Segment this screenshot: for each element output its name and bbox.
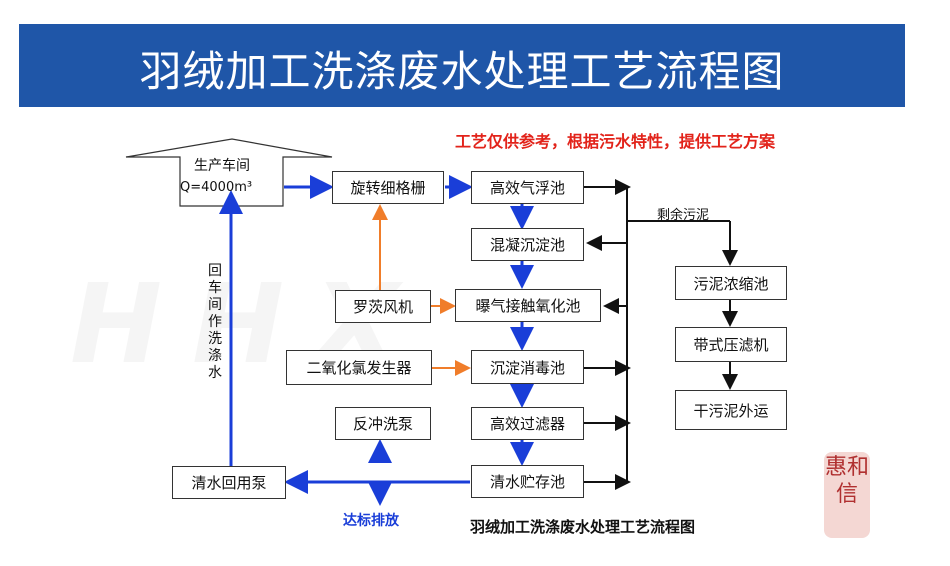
blower-box: 罗茨风机 (335, 290, 431, 323)
thickener-box: 污泥浓缩池 (675, 266, 787, 300)
backwash-pump-box: 反冲洗泵 (335, 407, 431, 440)
workshop-flow: Q=4000m³ (180, 180, 253, 195)
workshop-label: 生产车间 Q=4000m³ (180, 155, 280, 199)
filter-press-box: 带式压滤机 (675, 327, 787, 362)
clean-tank-box: 清水贮存池 (471, 465, 584, 498)
title-banner: 羽绒加工洗涤废水处理工艺流程图 (19, 24, 905, 107)
air-flotation-box: 高效气浮池 (471, 171, 584, 204)
diagram-caption: 羽绒加工洗涤废水处理工艺流程图 (470, 518, 696, 536)
coagulation-box: 混凝沉淀池 (471, 228, 584, 261)
disclaimer-note: 工艺仅供参考，根据污水特性，提供工艺方案 (455, 132, 776, 151)
reuse-label: 回车间作洗涤水 (208, 263, 222, 381)
company-seal: 惠和信 (824, 452, 870, 538)
sludge-label: 剩余污泥 (657, 208, 710, 223)
dry-sludge-box: 干污泥外运 (675, 390, 787, 430)
aeration-box: 曝气接触氧化池 (455, 289, 601, 322)
filter-box: 高效过滤器 (471, 407, 584, 440)
grille-box: 旋转细格栅 (332, 171, 444, 204)
discharge-label: 达标排放 (343, 513, 399, 529)
workshop-name: 生产车间 (194, 158, 250, 174)
chlorine-generator-box: 二氧化氯发生器 (286, 350, 432, 385)
disinfection-box: 沉淀消毒池 (471, 350, 584, 384)
reuse-pump-box: 清水回用泵 (172, 466, 286, 499)
page-title: 羽绒加工洗涤废水处理工艺流程图 (139, 47, 785, 96)
workshop-house-shape (125, 138, 333, 207)
